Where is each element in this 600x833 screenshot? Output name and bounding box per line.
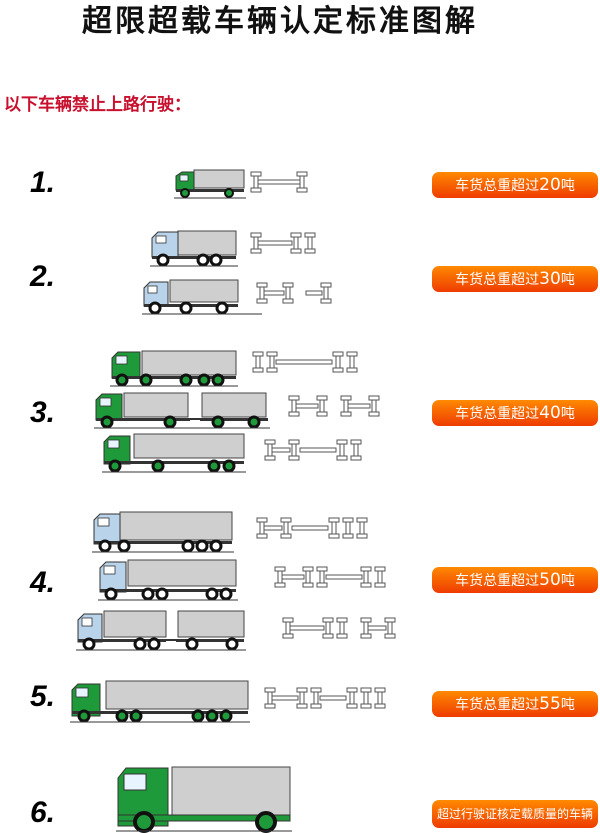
row-number-3: 3.: [30, 396, 56, 429]
truck-4-axle-rigid: [110, 350, 238, 387]
axle-diagram-4a: [256, 517, 368, 539]
truck-large-rigid: [116, 766, 292, 833]
truck-5-axle-semitrailer-b: [98, 559, 238, 601]
truck-5-axle-drawbar-trailer: [76, 610, 246, 651]
truck-4-axle-semitrailer: [102, 433, 246, 473]
row-number-1: 1.: [30, 166, 56, 199]
weight-limit-badge-3: 车货总重超过40吨: [432, 400, 598, 426]
truck-3-axle-rigid: [150, 230, 238, 267]
row-number-4: 4.: [30, 566, 56, 599]
weight-limit-badge-5: 车货总重超过55吨: [432, 691, 598, 717]
row-number-6: 6.: [30, 796, 56, 829]
axle-diagram-2a: [250, 232, 316, 254]
truck-5-axle-semitrailer-a: [92, 511, 234, 553]
truck-6-axle-semitrailer: [70, 680, 250, 723]
axle-diagram-4c: [282, 617, 396, 639]
truck-3-axle-semitrailer: [142, 279, 262, 315]
axle-diagram-3b: [288, 395, 380, 417]
weight-limit-badge-2: 车货总重超过30吨: [432, 266, 598, 292]
page-title: 超限超载车辆认定标准图解: [82, 4, 478, 39]
axle-diagram-4b: [274, 566, 386, 588]
truck-4-axle-drawbar-trailer: [94, 392, 270, 429]
weight-limit-badge-1: 车货总重超过20吨: [432, 172, 598, 198]
page-subtitle: 以下车辆禁止上路行驶：: [4, 95, 191, 115]
axle-diagram-5: [264, 687, 386, 709]
axle-diagram-1: [250, 171, 308, 193]
weight-limit-badge-4: 车货总重超过50吨: [432, 567, 598, 593]
axle-diagram-3a: [252, 351, 358, 373]
weight-limit-badge-6: 超过行驶证核定载质量的车辆: [432, 800, 598, 828]
row-number-2: 2.: [30, 260, 56, 293]
axle-diagram-3c: [264, 439, 362, 461]
axle-diagram-2b: [256, 282, 332, 304]
truck-2-axle-rigid: [174, 169, 246, 199]
row-number-5: 5.: [30, 680, 56, 713]
